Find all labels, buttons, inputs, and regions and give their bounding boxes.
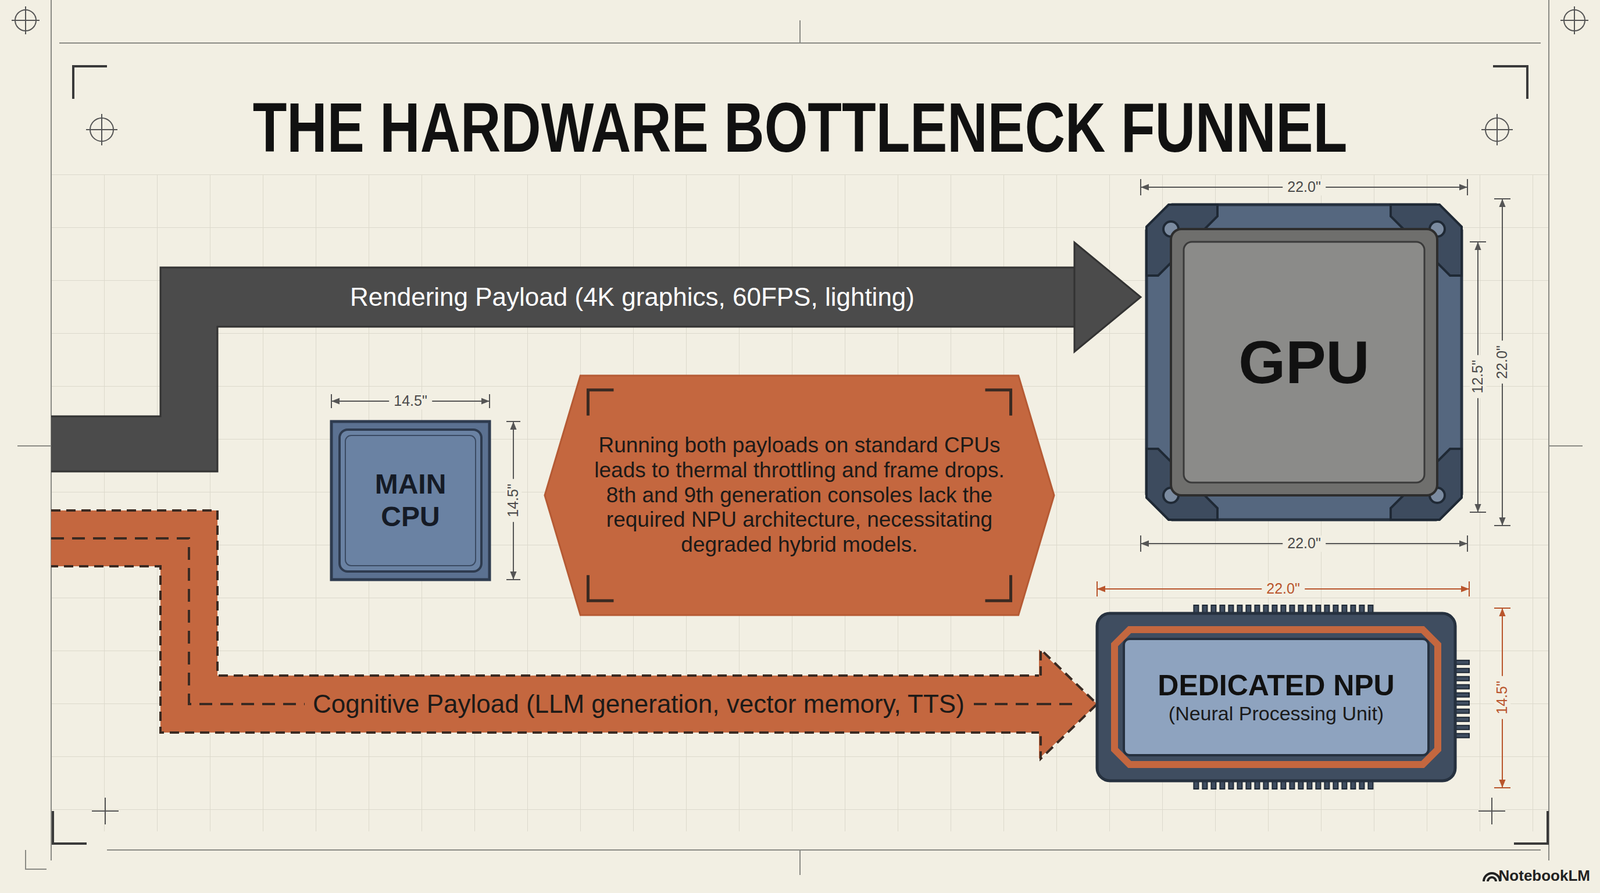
text-wrap: Running both payloads on standard CPUs l… — [586, 433, 1013, 559]
crosshair — [1478, 797, 1506, 825]
cpu-chip: MAIN CPU — [331, 421, 490, 580]
cpu-die — [339, 429, 482, 572]
dimension-label: 22.0" — [1261, 580, 1305, 598]
crosshair — [86, 113, 118, 146]
grid — [51, 174, 1549, 832]
dimension-label: 14.5" — [505, 479, 522, 523]
dimension-line — [1494, 198, 1511, 526]
crosshair — [11, 6, 1589, 825]
corner-bracket — [587, 390, 614, 416]
gpu-bezel — [1170, 229, 1438, 496]
logo-icon — [1483, 873, 1500, 882]
text-wrap: Cognitive Payload (LLM generation, vecto… — [304, 688, 973, 719]
frame-line — [25, 850, 47, 870]
dimension-label: 14.5" — [388, 393, 432, 410]
corner-bracket — [52, 811, 87, 844]
node-subtext: 8th and 9th generation consoles lack the… — [586, 483, 1013, 559]
callout-shape — [544, 375, 1055, 616]
dimension-line — [1494, 608, 1511, 788]
dimension-line — [1140, 179, 1468, 196]
cpu-outline — [331, 421, 490, 580]
frame-line — [17, 0, 1583, 875]
text-wrap: DEDICATED NPU(Neural Processing Unit) — [1157, 668, 1395, 725]
frame-line — [106, 849, 1541, 851]
node-text: DEDICATED NPU — [1157, 668, 1395, 703]
arrow-head — [1038, 649, 1098, 759]
callout-hexagon: Running both payloads on standard CPUs l… — [544, 375, 1055, 616]
dimension-line — [1097, 581, 1470, 597]
text-wrap: GPU — [1238, 327, 1370, 398]
logo-icon — [1487, 877, 1496, 882]
corner-bracket — [985, 390, 1012, 416]
dimension-label: 22.0" — [1282, 535, 1326, 552]
arrow-centerline — [1038, 702, 1080, 706]
crosshair — [11, 6, 40, 35]
cpu-body — [331, 421, 490, 580]
dimension-label: 22.0" — [1282, 179, 1326, 196]
dimension-label: 14.5" — [1494, 676, 1511, 720]
crosshair — [1560, 6, 1589, 35]
crosshair — [1481, 113, 1513, 146]
dimension-line — [1097, 581, 1511, 788]
dimension-line — [1469, 241, 1487, 513]
text-wrap: Rendering Payload (4K graphics, 60FPS, l… — [350, 281, 915, 312]
gpu-chip: GPU — [1140, 198, 1468, 526]
corner-bracket — [587, 575, 614, 601]
npu-panel — [1123, 638, 1429, 756]
text-wrap: MAIN CPU — [352, 468, 469, 533]
payload-arrow — [1038, 649, 1098, 759]
cpu-die — [345, 435, 476, 566]
dimension-line — [1140, 535, 1468, 552]
node-text: GPU — [1238, 327, 1370, 398]
arrow-head — [1074, 242, 1141, 352]
npu-chip: DEDICATED NPU(Neural Processing Unit) — [1097, 605, 1470, 789]
corner-bracket — [1513, 811, 1548, 844]
logo-icon — [1483, 873, 1500, 882]
diagram-title: THE HARDWARE BOTTLENECK FUNNEL — [252, 87, 1348, 168]
frame-line — [1548, 0, 1550, 861]
node-subtext: (Neural Processing Unit) — [1168, 702, 1384, 725]
dimension-label: 12.5" — [1469, 355, 1487, 399]
dimension-label: 22.0" — [1494, 340, 1511, 384]
npu-body — [1097, 613, 1456, 781]
gpu-body — [1146, 204, 1462, 520]
corner-bracket — [1493, 66, 1528, 99]
corner-bracket — [985, 575, 1012, 601]
node-text: Running both payloads on standard CPUs l… — [586, 433, 1013, 484]
gpu-die — [1183, 241, 1425, 483]
node-text: Cognitive Payload (LLM generation, vecto… — [304, 688, 973, 719]
node-text: MAIN CPU — [352, 468, 469, 533]
accent-strip — [1114, 629, 1438, 765]
crosshair — [91, 797, 119, 825]
payload-band: Rendering Payload (4K graphics, 60FPS, l… — [325, 267, 1077, 327]
payload-band: Cognitive Payload (LLM generation, vecto… — [217, 675, 1041, 733]
watermark: NotebookLM — [1498, 867, 1591, 885]
node-text: Rendering Payload (4K graphics, 60FPS, l… — [350, 281, 915, 312]
corner-bracket — [73, 66, 107, 99]
payload-arrow — [1074, 242, 1141, 352]
